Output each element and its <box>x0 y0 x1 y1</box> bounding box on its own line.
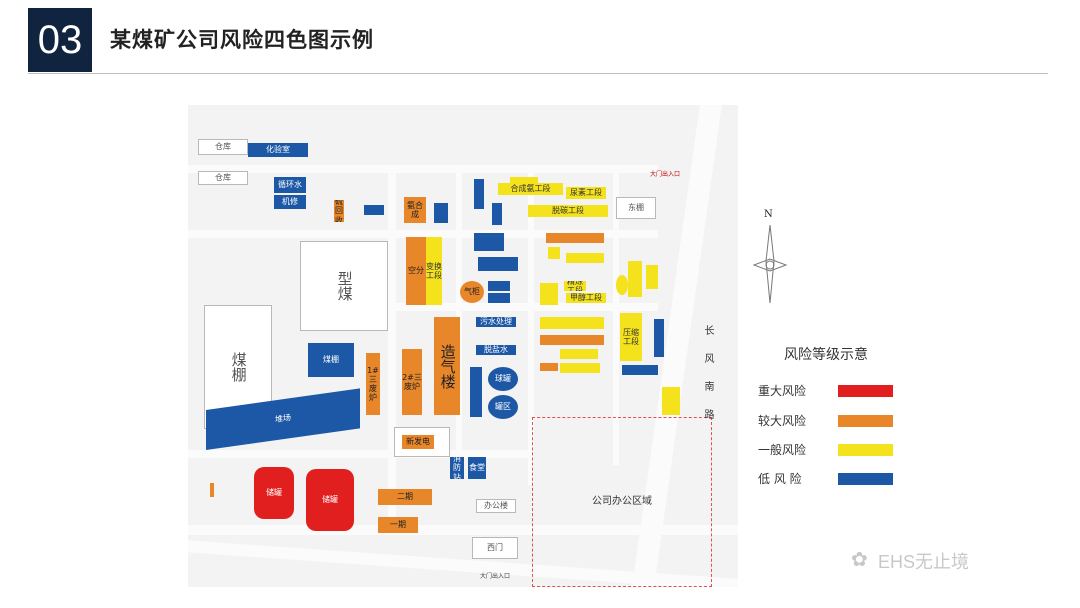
building-blue-top-1: 化验室 <box>248 143 308 157</box>
building-yellow-top-1: 合成氨工段 <box>498 183 563 195</box>
compass-north-label: N <box>764 209 773 220</box>
tank-1: 球罐 <box>488 367 518 391</box>
building-yellow-east-3 <box>616 275 628 295</box>
building-east-shed: 东棚 <box>616 197 656 219</box>
building-yellow-tall-1: 变换工段 <box>426 237 442 305</box>
section-number: 03 <box>28 8 92 72</box>
building-blue-top-4 <box>364 205 384 215</box>
road-v-3 <box>528 165 534 485</box>
road-v-2 <box>456 165 462 465</box>
building-new-power: 新发电 <box>402 435 434 449</box>
coal-storage-1: 型煤 <box>300 241 388 331</box>
legend-title: 风险等级示意 <box>784 347 868 363</box>
building-blue-east-2 <box>622 365 658 375</box>
wechat-icon: ✿ <box>851 547 868 571</box>
building-yellow-east-1 <box>628 261 642 297</box>
boiler-2: 2#三废炉 <box>402 349 422 415</box>
header-divider <box>28 73 1048 74</box>
road-h-bottom <box>188 525 738 535</box>
legend-label-large: 较大风险 <box>758 414 807 428</box>
building-blue-cluster-1 <box>474 233 504 251</box>
building-office: 办公楼 <box>476 499 516 513</box>
building-blue-col-3 <box>470 367 482 417</box>
red-storage-2: 储罐 <box>306 469 354 531</box>
building-no2: 二期 <box>378 489 432 505</box>
building-yellow-row-1 <box>540 317 604 329</box>
legend-swatch-large <box>838 415 893 427</box>
legend-label-general: 一般风险 <box>758 443 807 457</box>
building-yellow-row-3 <box>560 363 600 373</box>
road-h-low <box>188 450 528 458</box>
building-blue-top-5 <box>434 203 448 223</box>
road-h-mid <box>188 230 658 238</box>
road-v-4 <box>613 165 619 465</box>
entry-label-bottom: 大门出入口 <box>480 573 511 580</box>
building-orange-mid-1 <box>546 233 604 243</box>
building-yellow-top-3: 脱碳工段 <box>528 205 608 217</box>
entry-label-top: 大门出入口 <box>650 171 681 178</box>
building-warehouse-b: 仓库 <box>198 171 248 185</box>
road-name: 长风南路 <box>702 325 713 437</box>
building-orange-row-2 <box>540 363 558 371</box>
road-v-1 <box>388 165 396 525</box>
office-area-label: 公司办公区域 <box>592 496 652 508</box>
building-yellow-row-2 <box>560 349 598 359</box>
building-blue-top-6 <box>474 179 484 209</box>
gas-building-label: 造气楼 <box>438 343 457 389</box>
page-title: 某煤矿公司风险四色图示例 <box>110 28 374 52</box>
building-blue-tall: 煤棚 <box>308 343 354 377</box>
building-orange-row-1 <box>540 335 604 345</box>
building-yellow-mid-1 <box>548 247 560 259</box>
road-h-mid2 <box>388 303 658 311</box>
building-yellow-mid-2 <box>566 253 604 263</box>
building-blue-top-2: 循环水 <box>274 177 306 193</box>
watermark-text: EHS无止境 <box>878 552 970 572</box>
building-west-gate: 西门 <box>472 537 518 559</box>
office-area: 公司办公区域 <box>532 417 712 587</box>
building-blue-low-2: 食堂 <box>468 457 486 479</box>
building-yellow-mid-4: 精炼工段 <box>564 281 586 291</box>
building-yellow-east-4 <box>662 387 680 415</box>
building-orange-top-1: 硫回收 <box>334 200 344 222</box>
building-blue-low-1: 消防站 <box>450 457 464 479</box>
building-blue-col-1: 污水处理 <box>476 317 516 327</box>
building-blue-col-2: 脱盐水 <box>476 345 516 355</box>
legend-swatch-low <box>838 473 893 485</box>
gas-building: 造气楼 <box>434 317 460 415</box>
building-blue-cluster-2 <box>478 257 518 271</box>
red-storage-1: 储罐 <box>254 467 294 519</box>
boiler-1: 1#三废炉 <box>366 353 380 415</box>
tank-2: 罐区 <box>488 395 518 419</box>
building-blue-mid-2 <box>488 293 510 303</box>
gas-cabinet: 气柜 <box>460 281 484 303</box>
building-yellow-east-2 <box>646 265 658 289</box>
small-orange-mark <box>210 483 214 497</box>
legend-swatch-major <box>838 385 893 397</box>
building-yellow-mid-3 <box>540 283 558 305</box>
legend-label-low: 低 风 险 <box>758 472 802 486</box>
building-blue-mid-1 <box>488 281 510 291</box>
building-yellow-top-2: 尿素工段 <box>566 187 606 199</box>
building-no1: 一期 <box>378 517 418 533</box>
legend-swatch-general <box>838 444 893 456</box>
building-yellow-mid-5: 甲醇工段 <box>566 293 606 303</box>
building-yellow-top-4 <box>510 177 538 183</box>
building-blue-east-1 <box>654 319 664 357</box>
building-warehouse-a: 仓库 <box>198 139 248 155</box>
compressor-section: 压缩工段 <box>620 313 642 361</box>
site-risk-map: 仓库 化验室 仓库 循环水 机修 硫回收 氨合成 合成氨工段 尿素工段 脱碳工段… <box>188 105 738 587</box>
building-blue-top-3: 机修 <box>274 195 306 209</box>
road-h-top <box>188 165 658 173</box>
compass-rose-icon <box>752 225 788 303</box>
coal-shed-label: 煤棚 <box>229 352 248 382</box>
building-blue-top-7 <box>492 203 502 225</box>
building-orange-tall-1: 空分 <box>406 237 426 305</box>
legend-label-major: 重大风险 <box>758 384 807 398</box>
building-orange-top-2: 氨合成 <box>404 197 426 223</box>
coal-storage-1-label: 型煤 <box>335 271 354 301</box>
